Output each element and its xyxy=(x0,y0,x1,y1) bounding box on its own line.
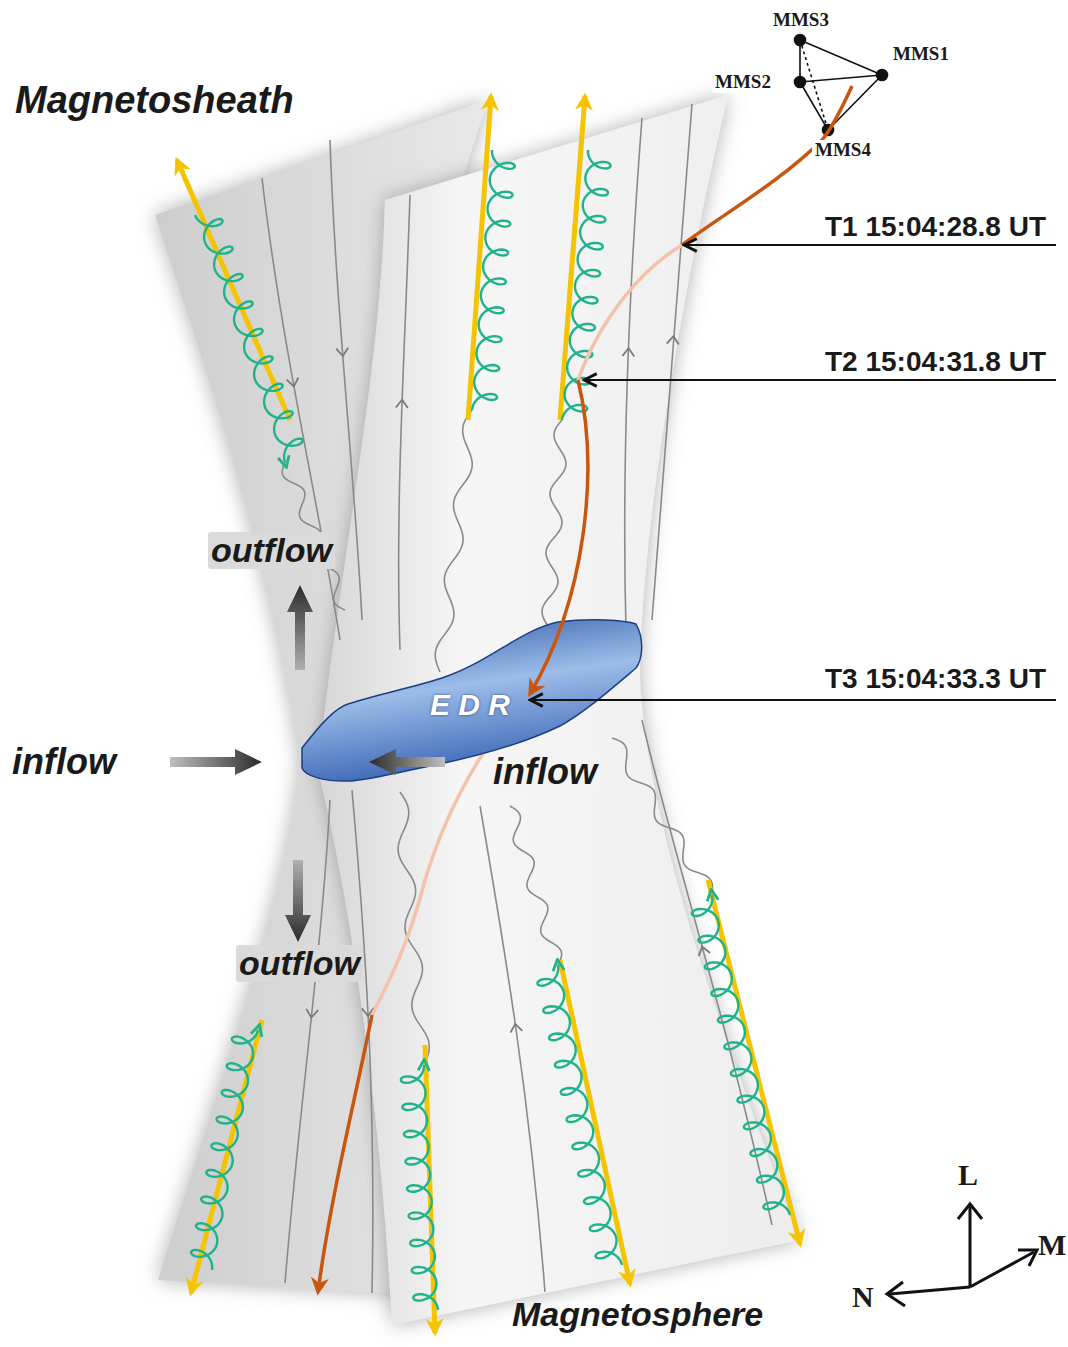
label-anchor: M xyxy=(1038,1228,1066,1261)
field-direction-chevron xyxy=(622,348,634,356)
coordinate-axes-part xyxy=(887,1282,905,1306)
label-anchor: N xyxy=(852,1280,874,1313)
field-line xyxy=(480,806,545,1292)
electron-gyration-loop xyxy=(401,1065,438,1310)
time-stamp: T3 15:04:33.3 UT xyxy=(825,664,1046,695)
field-line xyxy=(652,104,692,620)
field-line-wiggle xyxy=(398,792,429,1065)
mms-tetrahedron-part xyxy=(823,125,834,136)
field-line xyxy=(399,195,410,650)
field-line-wiggle xyxy=(510,806,562,965)
mms-tetrahedron xyxy=(795,35,888,136)
spacecraft-name: MMS4 xyxy=(812,140,874,161)
time-stamp: T1 15:04:28.8 UT xyxy=(825,212,1046,243)
time-pointer-lines-part xyxy=(584,379,1056,381)
coordinate-axes-part xyxy=(890,1287,970,1294)
coordinate-axes-part xyxy=(970,1252,1034,1287)
flow-arrows-part xyxy=(285,860,311,942)
label-anchor: T2 15:04:31.8 UT xyxy=(825,347,1046,378)
time-pointer-lines-part xyxy=(530,699,1056,701)
coordinate-axes-part xyxy=(1018,1250,1037,1266)
flow-arrows-part xyxy=(287,585,313,670)
axis-label: M xyxy=(1038,1228,1066,1261)
flow-arrows xyxy=(170,585,445,942)
field-direction-chevron xyxy=(696,945,710,956)
field-direction-chevron xyxy=(667,336,680,345)
label-anchor: MMS1 xyxy=(890,44,952,65)
label-anchor: outflow xyxy=(236,945,363,982)
flow-label: outflow xyxy=(236,945,363,982)
flow-arrows-part xyxy=(170,749,262,775)
flow-label: inflow xyxy=(490,752,600,792)
electron-gyration-loop xyxy=(692,895,790,1215)
mms-tetrahedron-part xyxy=(800,40,882,130)
label-anchor: inflow xyxy=(490,752,600,792)
field-line-wiggle xyxy=(612,738,713,895)
axis-label: L xyxy=(958,1158,978,1191)
field-direction-chevron xyxy=(396,399,408,407)
label-anchor: Magnetosphere xyxy=(512,1296,763,1333)
field-direction-arrows xyxy=(177,96,800,1333)
label-anchor: Magnetosheath xyxy=(15,80,294,122)
electron-gyration-loop xyxy=(562,150,611,420)
field-lines xyxy=(262,104,772,1293)
electron-gyration-loop xyxy=(472,150,515,410)
spacecraft-trajectory-pale-part xyxy=(578,245,682,380)
electron-gyration-loop xyxy=(195,215,303,462)
time-pointer-lines-part xyxy=(684,244,1056,246)
spacecraft-trajectory-part xyxy=(318,1015,372,1292)
field-direction-chevron xyxy=(287,377,300,387)
label-anchor: T1 15:04:28.8 UT xyxy=(825,212,1046,243)
region-name: Magnetosheath xyxy=(15,80,294,122)
magnetic-field-arrow xyxy=(708,880,800,1244)
flow-arrows-part xyxy=(369,749,445,775)
field-direction-chevron xyxy=(336,348,349,357)
field-line xyxy=(642,720,772,1225)
flow-label: outflow xyxy=(208,532,335,569)
coordinate-axes xyxy=(887,1204,1037,1306)
label-anchor: T3 15:04:33.3 UT xyxy=(825,664,1046,695)
spacecraft-name: MMS1 xyxy=(890,44,952,65)
time-stamp: T2 15:04:31.8 UT xyxy=(825,347,1046,378)
coordinate-axes-part xyxy=(958,1204,982,1219)
magnetic-field-arrow xyxy=(191,1020,262,1293)
field-direction-chevron xyxy=(509,1023,522,1033)
region-name: Magnetosphere xyxy=(512,1296,763,1333)
mms-tetrahedron-part xyxy=(877,70,888,81)
field-line-wiggle xyxy=(542,420,566,626)
field-line-wiggle xyxy=(435,410,472,672)
electron-gyration-loop xyxy=(191,1030,258,1270)
coordinate-axes-part xyxy=(969,1207,972,1287)
axis-label: N xyxy=(852,1280,874,1313)
spacecraft-trajectory xyxy=(318,86,852,1292)
spacecraft-name: MMS2 xyxy=(712,72,774,93)
field-line xyxy=(352,790,373,1293)
field-line xyxy=(285,800,330,1283)
label-anchor: MMS4 xyxy=(812,140,874,161)
label-anchor: inflow xyxy=(12,742,116,782)
field-line xyxy=(625,118,642,630)
field-direction-chevron xyxy=(305,1009,318,1018)
spacecraft-name: MMS3 xyxy=(770,10,832,31)
mms-tetrahedron-part xyxy=(795,35,806,46)
flow-label: inflow xyxy=(12,742,116,782)
mms-tetrahedron-part xyxy=(795,77,806,88)
spacecraft-trajectory-part xyxy=(530,380,588,694)
label-anchor: outflow xyxy=(208,532,335,569)
label-anchor: MMS2 xyxy=(712,72,774,93)
field-line xyxy=(262,178,340,640)
label-anchor: MMS3 xyxy=(770,10,832,31)
magnetic-field-arrow xyxy=(177,160,290,420)
electron-gyration-loop xyxy=(537,965,622,1265)
region-label: E D R xyxy=(430,688,510,721)
electron-gyration xyxy=(191,150,790,1310)
label-anchor: L xyxy=(958,1158,978,1191)
time-pointer-lines xyxy=(530,245,1056,700)
